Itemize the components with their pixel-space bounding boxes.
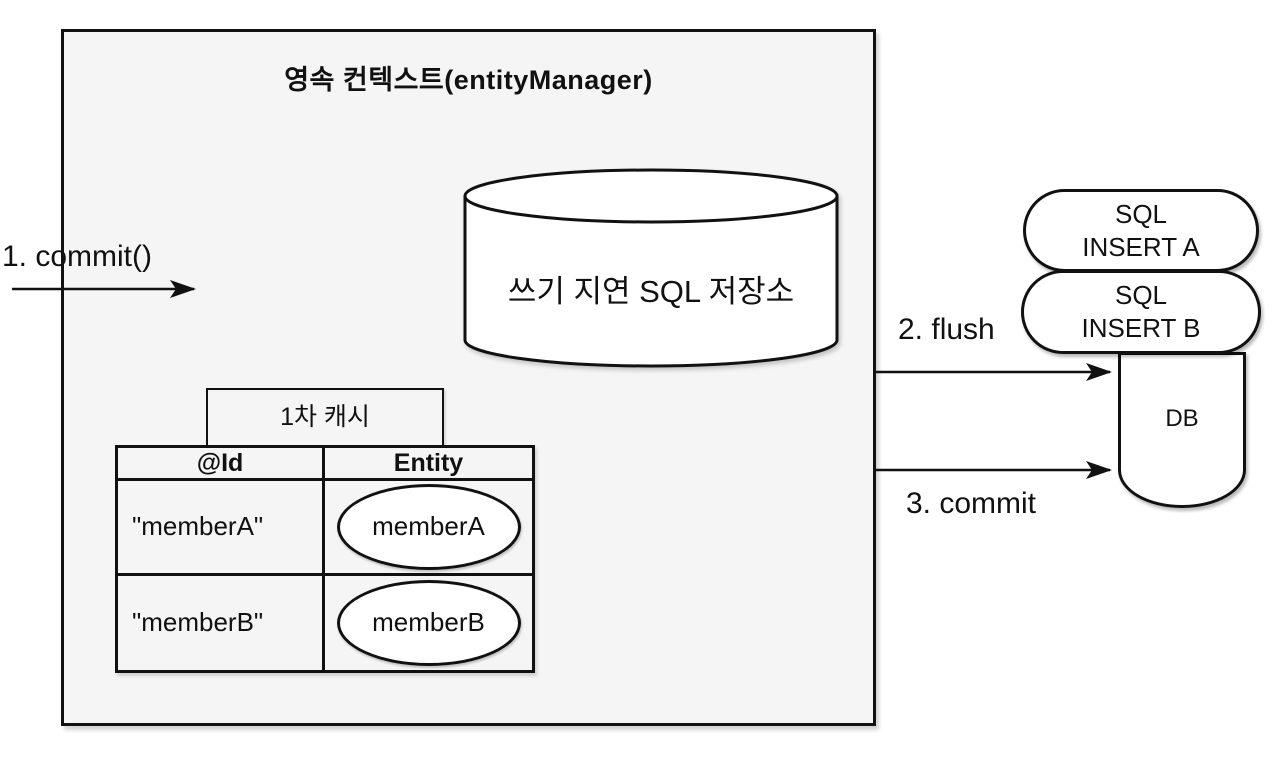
sql-insert-a-line2: INSERT A bbox=[1082, 231, 1200, 262]
first-level-cache-tab: 1차 캐시 bbox=[206, 388, 444, 447]
cache-row-entity-cell-memberb: memberB bbox=[325, 576, 532, 671]
db-cylinder: DB bbox=[1118, 352, 1246, 508]
column-header-id: @Id bbox=[118, 448, 325, 481]
commit-in-label: 1. commit() bbox=[2, 240, 152, 273]
first-level-cache-table: @Id Entity "memberA" memberA "memberB" m… bbox=[115, 445, 535, 673]
sql-insert-a-line1: SQL bbox=[1114, 198, 1168, 229]
write-behind-store-cylinder bbox=[463, 168, 839, 368]
entity-label-membera: memberA bbox=[372, 511, 485, 542]
flush-label: 2. flush bbox=[898, 313, 995, 346]
sql-insert-b-pill: SQL INSERT B bbox=[1021, 270, 1261, 354]
commit-out-label: 3. commit bbox=[906, 487, 1037, 520]
sql-insert-a-pill: SQL INSERT A bbox=[1023, 189, 1259, 272]
column-header-entity: Entity bbox=[325, 448, 532, 481]
entity-label-memberb: memberB bbox=[372, 607, 485, 638]
sql-insert-b-line1: SQL bbox=[1114, 280, 1168, 310]
cache-row-entity-cell-membera: memberA bbox=[325, 481, 532, 576]
cache-row-id-membera: "memberA" bbox=[118, 481, 325, 576]
write-behind-store-label: 쓰기 지연 SQL 저장소 bbox=[507, 274, 795, 309]
db-label: DB bbox=[1165, 405, 1199, 432]
entity-ellipse-memberb: memberB bbox=[336, 579, 521, 666]
first-level-cache-title: 1차 캐시 bbox=[280, 402, 370, 431]
sql-insert-b-line2: INSERT B bbox=[1081, 313, 1201, 343]
cache-row-id-memberb: "memberB" bbox=[118, 575, 325, 670]
entity-ellipse-membera: memberA bbox=[336, 483, 521, 570]
persistence-context-title: 영속 컨텍스트(entityManager) bbox=[284, 65, 653, 95]
